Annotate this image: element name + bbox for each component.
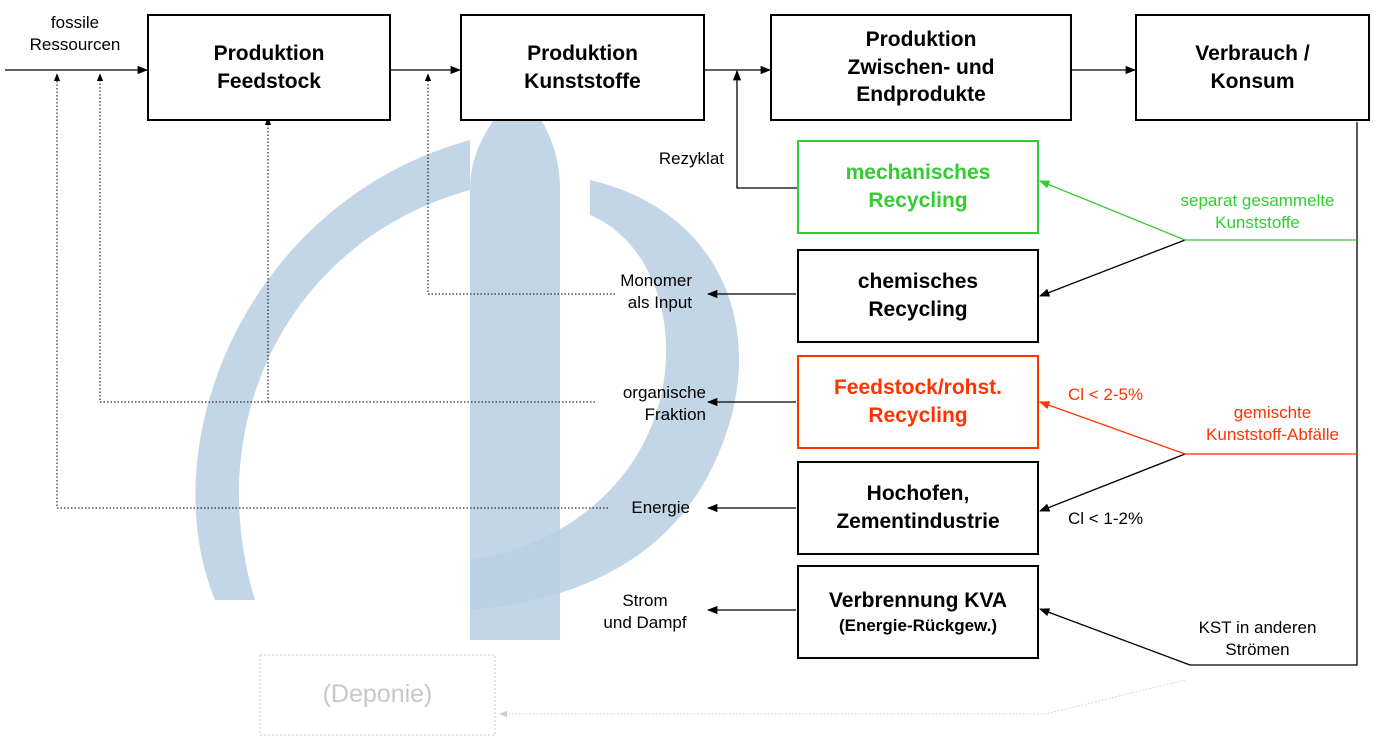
label-line: Strömen [1225, 640, 1290, 660]
box-line: mechanisches [845, 161, 991, 185]
label-line: organische [622, 383, 706, 402]
box-line: Verbrauch / [1195, 41, 1310, 65]
box-mechanisches-recycling: mechanisches Recycling [797, 140, 1039, 234]
label-monomer: Monomer als Input [560, 270, 692, 314]
label-line: separat gesammelte [1180, 191, 1335, 210]
label-line: Fraktion [644, 405, 706, 425]
landfill-box-border [259, 654, 496, 736]
label-rezyklat: Rezyklat [658, 149, 724, 168]
label-organische-fraktion: organische Fraktion [560, 382, 706, 426]
box-chemisches-recycling: chemisches Recycling [797, 249, 1039, 343]
box-produktion-kunststoffe: Produktion Kunststoffe [460, 14, 705, 121]
label-cl-low: Cl < 1-2% [1068, 509, 1144, 528]
box-line: Konsum [1210, 69, 1295, 93]
box-hochofen-zementindustrie: Hochofen, Zementindustrie [797, 461, 1039, 555]
box-line: Produktion [865, 27, 977, 51]
box-line: (Energie-Rückgew.) [838, 615, 998, 635]
box-line: Recycling [868, 189, 968, 212]
box-line: Feedstock [217, 69, 321, 93]
label-fossile-ressourcen: fossile Ressourcen [0, 12, 150, 56]
label-line: Kunststoffe [1215, 213, 1300, 233]
label-kst-andere-stroeme: KST in anderen Strömen [1165, 617, 1350, 661]
box-produktion-feedstock: Produktion Feedstock [147, 14, 391, 121]
box-line: Endprodukte [856, 83, 986, 107]
box-line: Recycling [868, 298, 968, 321]
landfill-label: (Deponie) [322, 680, 433, 708]
label-line: KST in anderen [1198, 618, 1317, 637]
box-line: Produktion [213, 41, 325, 65]
label-line: fossile [50, 13, 100, 32]
box-feedstock-recycling: Feedstock/rohst. Recycling [797, 355, 1039, 449]
label-line: als Input [627, 293, 692, 313]
box-line: Recycling [868, 404, 968, 427]
box-line: chemisches [857, 270, 979, 294]
label-line: gemischte [1233, 403, 1312, 422]
label-line: und Dampf [603, 613, 687, 633]
label-line: Strom [622, 591, 668, 610]
box-line: Produktion [527, 41, 638, 65]
box-line: Verbrennung KVA [828, 588, 1008, 612]
box-verbrauch-konsum: Verbrauch / Konsum [1135, 14, 1370, 121]
label-strom-dampf: Strom und Dampf [590, 590, 700, 634]
box-line: Kunststoffe [524, 69, 641, 93]
box-produktion-zwischen-endprodukte: Produktion Zwischen- und Endprodukte [770, 14, 1072, 121]
box-line: Zwischen- und [847, 55, 995, 79]
label-line: Monomer [620, 271, 692, 290]
label-separat-gesammelte: separat gesammelte Kunststoffe [1140, 190, 1375, 234]
box-line: Zementindustrie [836, 510, 1000, 533]
label-cl-high: Cl < 2-5% [1068, 385, 1144, 404]
label-gemischte-abfaelle: gemischte Kunststoff-Abfälle [1170, 402, 1375, 446]
box-line: Hochofen, [866, 482, 970, 506]
box-line: Feedstock/rohst. [833, 376, 1003, 400]
box-verbrennung-kva: Verbrennung KVA (Energie-Rückgew.) [797, 565, 1039, 659]
label-energie: Energie [631, 498, 690, 517]
label-line: Kunststoff-Abfälle [1206, 425, 1339, 445]
label-line: Ressourcen [29, 35, 121, 55]
